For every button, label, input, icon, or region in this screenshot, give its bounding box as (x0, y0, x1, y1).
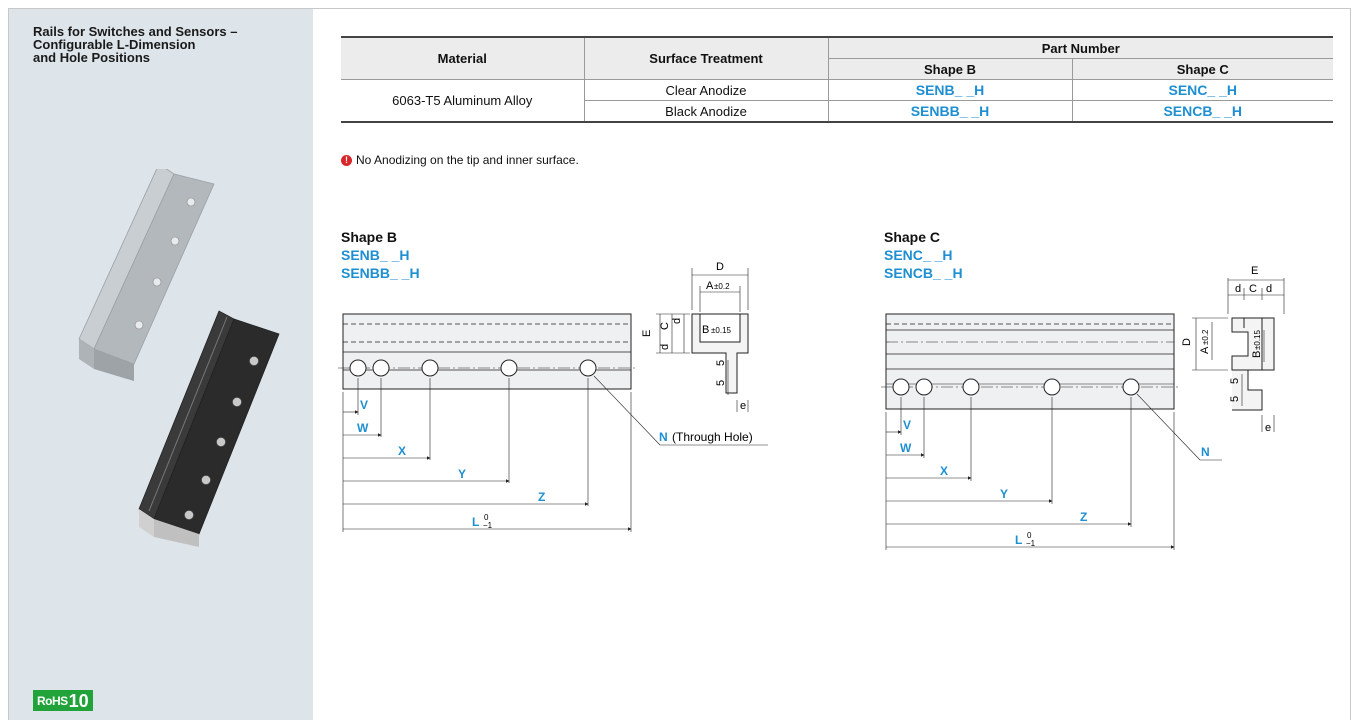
dim-d-upper: D (1181, 338, 1193, 346)
dim-v: V (903, 418, 911, 432)
shape-b-profile (656, 268, 749, 412)
dim-x: X (940, 464, 948, 478)
part-number-link[interactable]: SENC_ _H (1071, 79, 1333, 101)
dim-c: C (1249, 283, 1257, 295)
shape-c-code-1: SENC_ _H (884, 247, 953, 263)
dim-d-upper: D (716, 261, 724, 273)
part-code: SENC (1168, 82, 1208, 98)
part-suffix: H (979, 103, 990, 119)
b-tolerance: ±0.15 (711, 326, 732, 335)
dim-v: V (360, 398, 368, 412)
l-tol-lower: −1 (483, 521, 493, 530)
part-number-link[interactable]: SENB_ _H (827, 79, 1073, 101)
dim-x: X (398, 444, 406, 458)
header-shape-c: Shape C (1071, 58, 1333, 80)
part-number-table: Material Surface Treatment Part Number S… (341, 36, 1333, 123)
dim-d: d (659, 344, 671, 350)
surface-cell: Black Anodize (583, 100, 829, 123)
dim-e: e (740, 400, 746, 412)
dim-a: A (1199, 346, 1211, 354)
part-suffix: H (1226, 82, 1237, 98)
dim-y: Y (1000, 487, 1008, 501)
dim-z: Z (1080, 510, 1087, 524)
dim-w: W (357, 421, 369, 435)
a-tolerance: ±0.2 (1201, 329, 1210, 345)
part-suffix: H (974, 82, 985, 98)
shape-b-code-1: SENB_ _H (341, 247, 410, 263)
note-text: No Anodizing on the tip and inner surfac… (356, 153, 579, 167)
dim-d: d (1235, 283, 1241, 295)
dim-d: d (671, 318, 683, 324)
dim-n: N (1201, 445, 1210, 459)
shape-c-profile (1192, 278, 1285, 432)
dim-l: L (1015, 533, 1022, 547)
shape-b-heading: Shape B SENB_ _H SENBB_ _H (341, 228, 420, 282)
part-number-link[interactable]: SENCB_ _H (1071, 100, 1333, 123)
rohs-badge: RoHS 10 (33, 690, 93, 711)
shape-b-code-2: SENBB_ _H (341, 265, 420, 281)
through-hole-label: (Through Hole) (672, 430, 753, 444)
part-suffix: H (1231, 103, 1243, 119)
shape-c-front-view (881, 313, 1222, 550)
header-material: Material (341, 36, 585, 80)
l-tol-lower: −1 (1026, 539, 1036, 548)
dim-e-upper: E (1251, 265, 1258, 277)
dim-5: 5 (1229, 396, 1241, 402)
part-number-link[interactable]: SENBB_ _H (827, 100, 1073, 123)
header-part-number: Part Number (827, 36, 1333, 59)
page-frame (8, 8, 1351, 720)
sidebar: Rails for Switches and Sensors – Configu… (9, 9, 313, 720)
dim-5: 5 (1229, 378, 1241, 384)
dim-d: d (1266, 283, 1272, 295)
dim-w: W (900, 441, 912, 455)
dim-b: B (1251, 351, 1263, 358)
shape-c-title: Shape C (884, 229, 941, 245)
dim-a: A (706, 280, 714, 292)
dim-c: C (659, 322, 671, 330)
shape-c-heading: Shape C SENC_ _H SENCB_ _H (884, 228, 963, 282)
dim-e: e (1265, 422, 1271, 434)
shape-b-title: Shape B (341, 229, 398, 245)
a-tolerance: ±0.2 (714, 282, 730, 291)
dim-5: 5 (715, 360, 727, 366)
dim-5: 5 (715, 380, 727, 386)
header-surface-treatment: Surface Treatment (583, 36, 829, 80)
part-code: SENB (915, 82, 955, 98)
part-code: SENCB (1163, 103, 1213, 119)
header-shape-b: Shape B (827, 58, 1073, 80)
dim-b: B (702, 324, 709, 336)
warning-icon: ! (341, 154, 352, 166)
dim-e-upper: E (641, 330, 653, 337)
dim-z: Z (538, 490, 545, 504)
shape-c-code-2: SENCB_ _H (884, 265, 963, 281)
rohs-number: 10 (68, 690, 89, 711)
dim-n: N (659, 430, 668, 444)
l-tol-upper: 0 (484, 513, 489, 522)
part-code: SENBB (910, 103, 960, 119)
surface-cell: Clear Anodize (583, 79, 829, 101)
l-tol-upper: 0 (1027, 531, 1032, 540)
product-title: Rails for Switches and Sensors – Configu… (33, 24, 238, 65)
anodize-note: ! No Anodizing on the tip and inner surf… (341, 153, 579, 167)
shape-b-front-view (338, 313, 768, 532)
dim-l: L (472, 515, 479, 529)
dim-y: Y (458, 467, 466, 481)
product-photo (69, 163, 299, 554)
rohs-text: RoHS (37, 693, 68, 708)
b-tolerance: ±0.15 (1253, 329, 1262, 350)
